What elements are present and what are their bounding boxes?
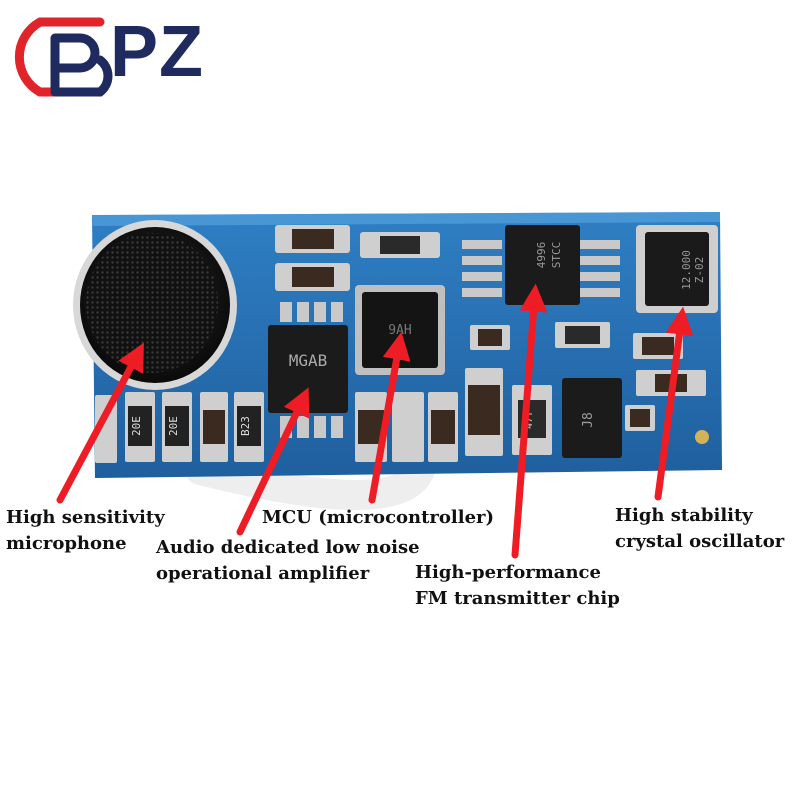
fm-marking-1: 4996 — [535, 242, 548, 269]
label-crystal: High stability crystal oscillator — [615, 505, 785, 552]
fm-chip-icon: 4996 STCC — [462, 225, 620, 305]
crystal-oscillator-icon: 12.000 Z-02 — [636, 225, 718, 313]
arrow-microphone — [56, 342, 144, 504]
transistor-marking: J8 — [581, 412, 596, 428]
brand-logo-icon — [14, 17, 113, 97]
brand-name: PZ — [110, 12, 205, 92]
opamp-marking: MGAB — [289, 351, 328, 370]
arrow-fm-chip — [511, 283, 548, 559]
label-fm-chip: High-performance FM transmitter chip — [415, 562, 620, 609]
microphone-icon — [73, 220, 237, 390]
crystal-marking-2: Z-02 — [693, 257, 706, 284]
resistor-marking-1: 20E — [130, 416, 143, 436]
resistor-marking-3: B23 — [239, 416, 252, 436]
crystal-marking-1: 12.000 — [680, 250, 693, 290]
mcu-marking: 9AH — [388, 323, 411, 338]
arrow-mcu — [368, 331, 411, 504]
fm-marking-2: STCC — [550, 242, 563, 269]
mcu-chip-icon: 9AH — [355, 285, 445, 375]
resistor-marking-2: 20E — [167, 416, 180, 436]
smd-components-bottom: 20E 20E B23 47T J8 — [95, 322, 709, 463]
label-microphone: High sensitivity microphone — [6, 507, 165, 554]
callout-arrows — [56, 283, 694, 559]
label-mcu: MCU (microcontroller) — [262, 507, 495, 528]
cap-marking: 47T — [524, 411, 535, 429]
smd-components-top — [275, 225, 440, 291]
label-opamp: Audio dedicated low noise operational am… — [156, 537, 420, 584]
arrow-crystal — [654, 306, 694, 501]
arrow-opamp — [236, 387, 310, 536]
